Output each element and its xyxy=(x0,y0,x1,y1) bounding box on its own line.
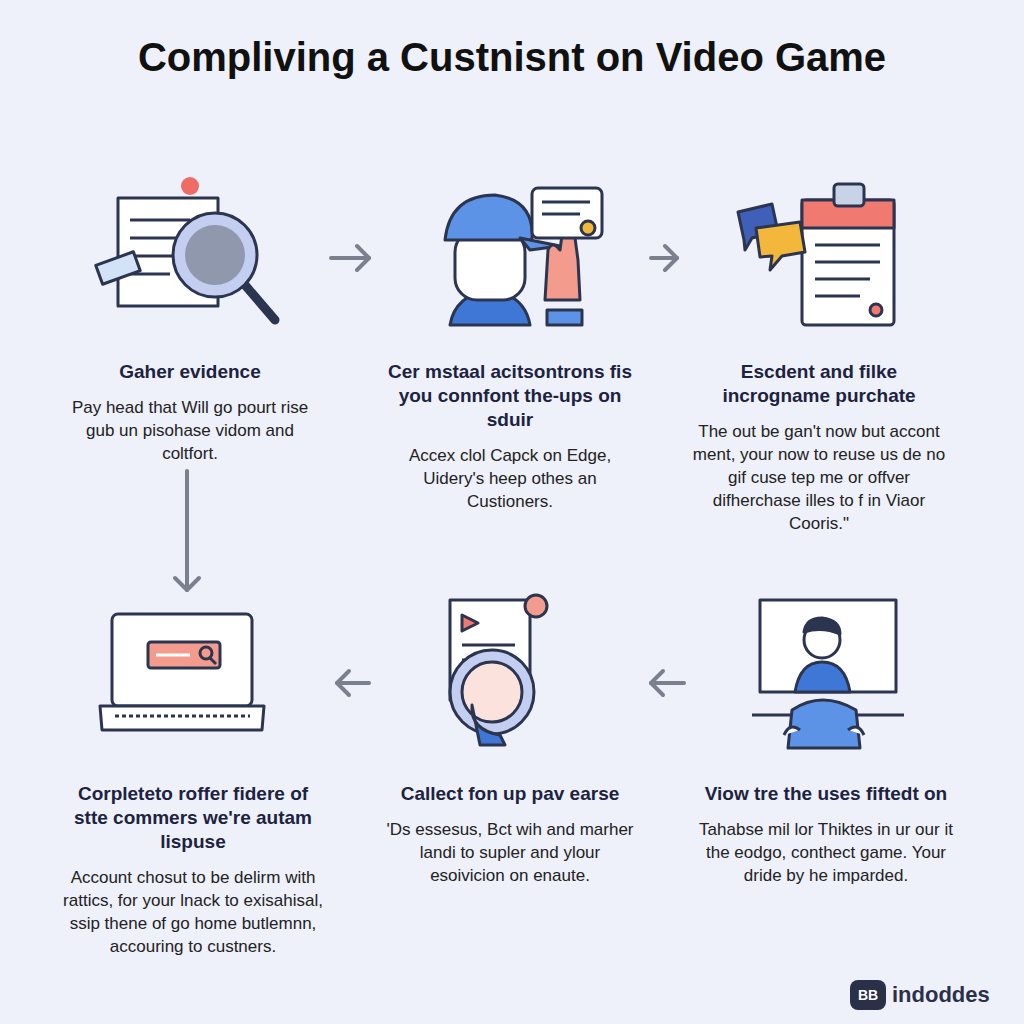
step-heading: Gaher evidence xyxy=(61,360,319,384)
arrow-line xyxy=(651,681,684,685)
step-description: The out be gan't now but accont ment, yo… xyxy=(689,420,949,535)
evidence-icon xyxy=(96,177,275,320)
step-description: Account chosut to be delirm with rattics… xyxy=(61,866,325,958)
step-group: Callect fon up pav earse 'Ds essesus, Bct… xyxy=(375,596,645,887)
step-group: Corpleteto roffer fidere of stte commers… xyxy=(55,596,331,958)
arrow-head xyxy=(357,246,369,270)
step-description: Tahabse mil lor Thiktes in ur our it the… xyxy=(696,818,956,887)
flow-arrow xyxy=(337,671,369,695)
step-heading: Escdent and filke incrogname purchate xyxy=(689,360,949,408)
arrow-line xyxy=(331,256,369,260)
step-heading: Callect fon up pav earse xyxy=(381,782,639,806)
flow-arrow xyxy=(651,246,677,270)
step-heading: Corpleteto roffer fidere of stte commers… xyxy=(61,782,325,854)
flow-arrow xyxy=(651,671,684,695)
logo-text: indoddes xyxy=(892,980,990,1010)
support-icon xyxy=(450,595,547,745)
laptop-icon xyxy=(100,614,264,730)
arrow-line xyxy=(337,681,369,685)
arrow-line xyxy=(185,471,189,590)
step-group: Gaher evidencePay head that Will go pour… xyxy=(55,170,325,465)
arrow-head xyxy=(337,671,349,695)
step-heading: Viow tre the uses fiftedt on xyxy=(696,782,956,806)
monitor-icon xyxy=(752,600,904,748)
flow-arrow xyxy=(175,471,199,590)
arrow-head xyxy=(651,671,663,695)
step-group: Viow tre the uses fiftedt on Tahabse mil … xyxy=(690,596,962,887)
step-group: Escdent and filke incrogname purchateThe… xyxy=(683,170,955,535)
arrow-head xyxy=(665,246,677,270)
step-group: Cer mstaal acitsontrons fis you connfont… xyxy=(375,170,645,513)
step-description: Accex clol Capck on Edge, Uidery's heep … xyxy=(381,444,639,513)
step-heading: Cer mstaal acitsontrons fis you connfont… xyxy=(381,360,639,432)
logo-mark: BB xyxy=(850,980,886,1010)
diagram-title: Compliving a Custnisnt on Video Game xyxy=(112,34,912,80)
person-icon xyxy=(445,188,602,325)
flow-arrow xyxy=(331,246,369,270)
step-description: Pay head that Will go pourt rise gub un … xyxy=(61,396,319,465)
arrow-head xyxy=(175,578,199,590)
step-description: 'Ds essesus, Bct wih and marher landi to… xyxy=(381,818,639,887)
clipboard-icon xyxy=(738,184,894,325)
